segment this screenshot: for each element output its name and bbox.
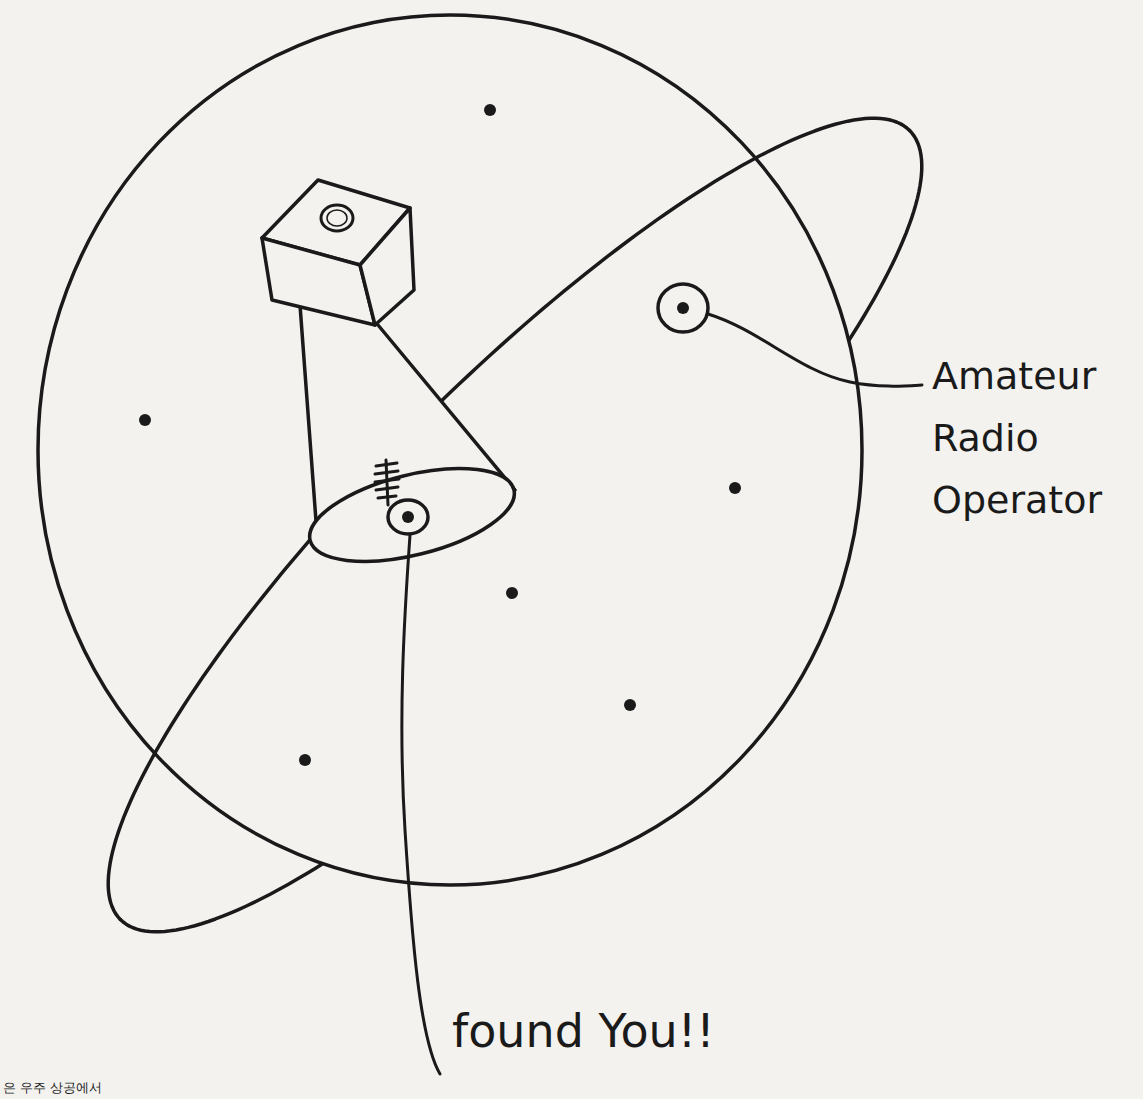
station-dot [402, 511, 414, 523]
station-ring [388, 500, 428, 534]
operator-label: Amateur Radio Operator [932, 345, 1137, 531]
beam-footprint [300, 451, 523, 579]
leader-line [708, 314, 922, 386]
yagi-antenna [375, 460, 399, 505]
satellite-front [262, 238, 375, 325]
beam-edge [378, 325, 515, 490]
satellite-side [360, 208, 414, 325]
earth-outline [38, 15, 862, 885]
station-dots [139, 104, 741, 766]
orbit-near [108, 118, 909, 919]
callout-text: found You!! [452, 1000, 715, 1062]
satellite-badge [321, 205, 353, 231]
operator-ring [658, 284, 708, 332]
operator-dot [677, 302, 689, 314]
orbit-far [120, 130, 921, 931]
scan-fragment: 은 우주 상공에서 [3, 1080, 102, 1096]
leader-line [402, 535, 440, 1074]
satellite-badge [327, 210, 347, 226]
beam-edge [300, 305, 318, 548]
